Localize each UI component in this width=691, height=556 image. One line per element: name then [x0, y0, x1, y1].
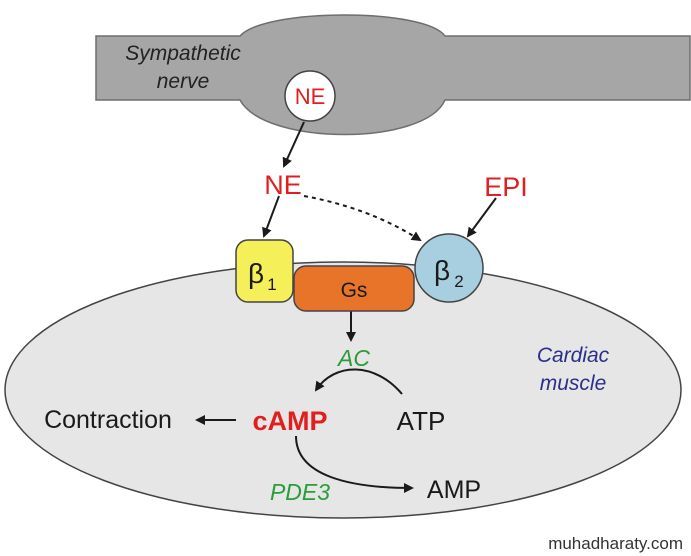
nerve-label-line1: Sympathetic — [125, 42, 241, 65]
beta2-subscript: 2 — [454, 272, 463, 291]
camp-label: cAMP — [252, 406, 327, 436]
ne-vesicle-label: NE — [295, 84, 326, 109]
arrow-epi-to-beta2 — [466, 197, 497, 238]
beta2-receptor — [414, 233, 484, 303]
arrow-ne-to-beta1 — [262, 195, 280, 238]
sympathetic-nerve — [95, 14, 691, 136]
contraction-label: Contraction — [44, 406, 172, 434]
arrow-camp-to-amp — [295, 435, 414, 493]
ne-released-label: NE — [264, 170, 302, 200]
gs-protein — [293, 265, 415, 312]
beta2-symbol: β — [434, 255, 450, 286]
cardiac-muscle-label-line2: muscle — [540, 372, 607, 395]
beta1-symbol: β — [248, 258, 264, 289]
arrow-atp-to-camp — [314, 368, 403, 395]
ne-vesicle — [284, 70, 336, 122]
gs-label: Gs — [341, 279, 368, 302]
ac-label: AC — [336, 345, 370, 371]
cardiac-muscle-label-line1: Cardiac — [537, 344, 610, 367]
beta1-subscript: 1 — [267, 275, 276, 294]
epi-label: EPI — [484, 172, 528, 202]
watermark: muhadharaty.com — [548, 534, 683, 553]
arrow-vesicle-to-ne — [282, 121, 305, 168]
pde3-label: PDE3 — [270, 479, 330, 505]
nerve-label-line2: nerve — [157, 70, 210, 93]
amp-label: AMP — [427, 476, 481, 504]
cardiac-muscle-cell — [4, 261, 682, 519]
beta1-receptor — [235, 239, 294, 303]
arrow-ne-to-beta2-dotted — [303, 195, 422, 242]
atp-label: ATP — [397, 406, 446, 436]
